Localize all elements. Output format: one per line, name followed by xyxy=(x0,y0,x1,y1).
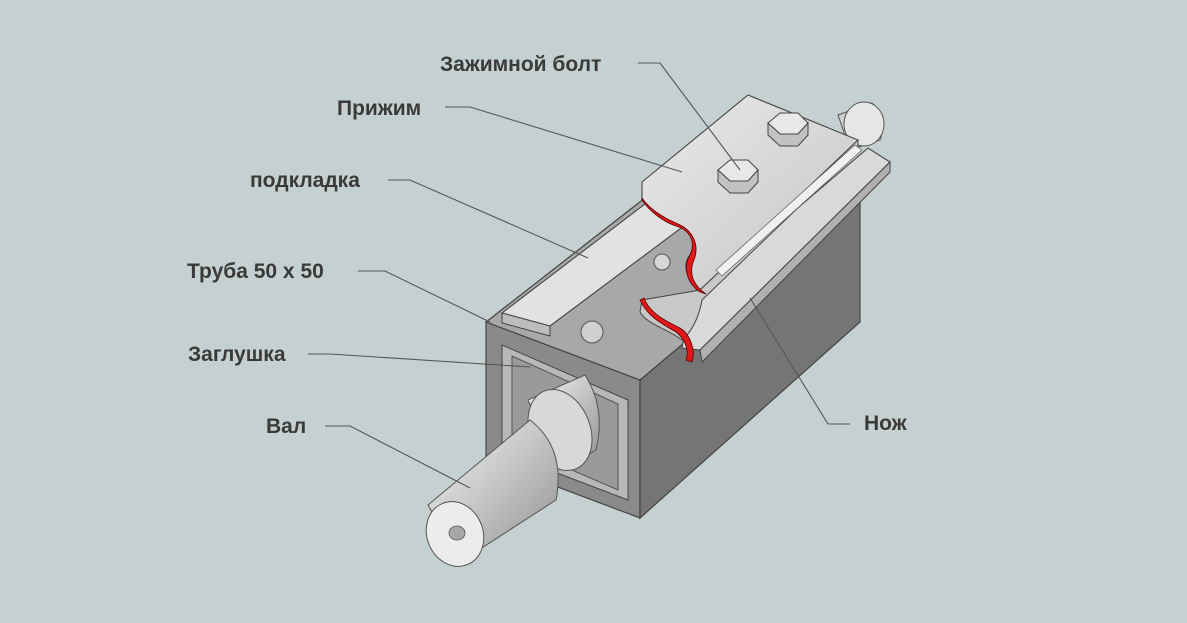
leader-plug xyxy=(308,353,531,368)
clamp-bolt-far xyxy=(767,112,809,147)
leader-spacer xyxy=(388,179,589,259)
leader-clamp-bolt xyxy=(638,62,741,171)
label-knife: Нож xyxy=(864,412,907,435)
label-tube: Труба 50 х 50 xyxy=(187,260,324,283)
leader-shaft xyxy=(325,425,471,489)
leader-lines xyxy=(308,62,850,489)
leader-clamp xyxy=(445,106,683,173)
cut-section xyxy=(639,196,707,363)
leader-tube xyxy=(358,270,491,323)
label-shaft: Вал xyxy=(266,415,307,438)
label-spacer: подкладка xyxy=(250,169,360,192)
clamp-bolt-near xyxy=(717,159,759,194)
label-clamp-bolt: Зажимной болт xyxy=(440,53,602,76)
shaft xyxy=(425,374,600,567)
label-clamp: Прижим xyxy=(337,97,422,120)
leader-knife xyxy=(749,297,850,425)
label-plug: Заглушка xyxy=(188,343,286,366)
